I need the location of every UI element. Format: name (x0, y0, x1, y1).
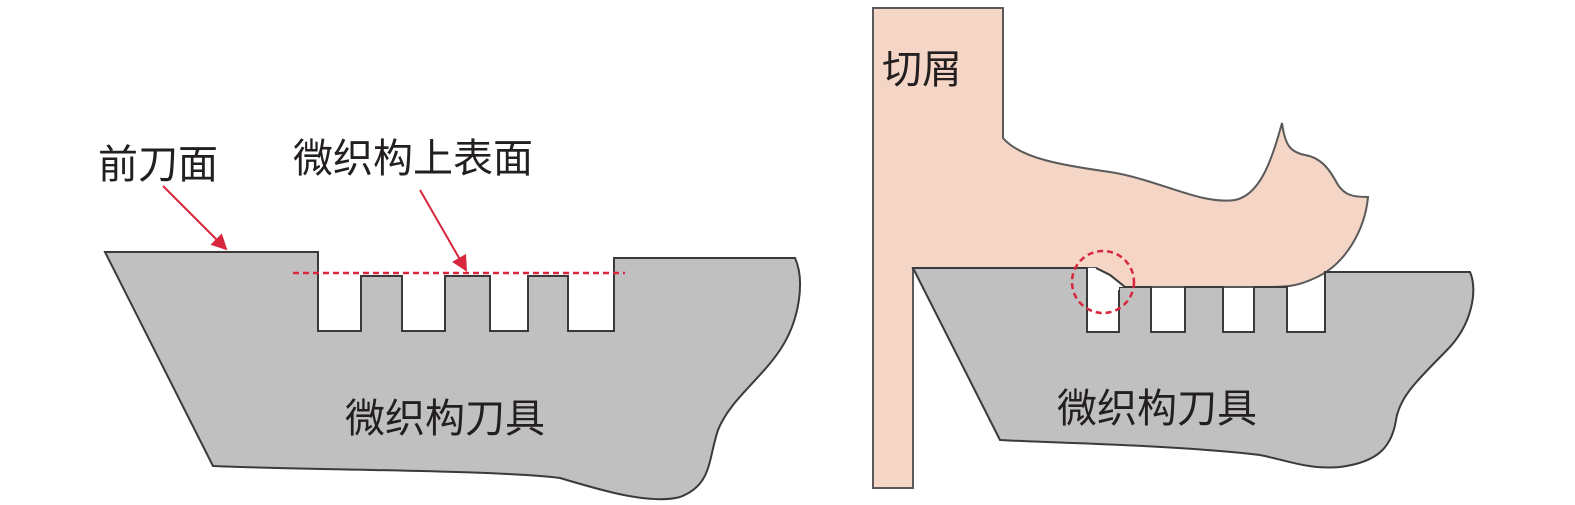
chip-intrusion (1087, 268, 1125, 332)
left-textured-tool: 前刀面 微织构上表面 微织构刀具 (98, 136, 801, 501)
rake-face-arrow (162, 185, 228, 251)
right-tool-label: 微织构刀具 (1057, 386, 1257, 432)
first-groove-outline (1086, 267, 1126, 333)
texture-top-surface-arrow (419, 189, 467, 272)
rake-face-label: 前刀面 (98, 142, 218, 188)
chip-label: 切屑 (882, 47, 962, 93)
texture-top-surface-label: 微织构上表面 (293, 136, 533, 182)
left-tool-body (103, 251, 801, 501)
chip (872, 7, 1370, 489)
left-tool-label: 微织构刀具 (345, 396, 545, 442)
right-tool-body (911, 267, 1475, 469)
contact-highlight-circle (1070, 249, 1136, 315)
right-cutting-scene: 切屑 微织构刀具 (872, 7, 1475, 489)
